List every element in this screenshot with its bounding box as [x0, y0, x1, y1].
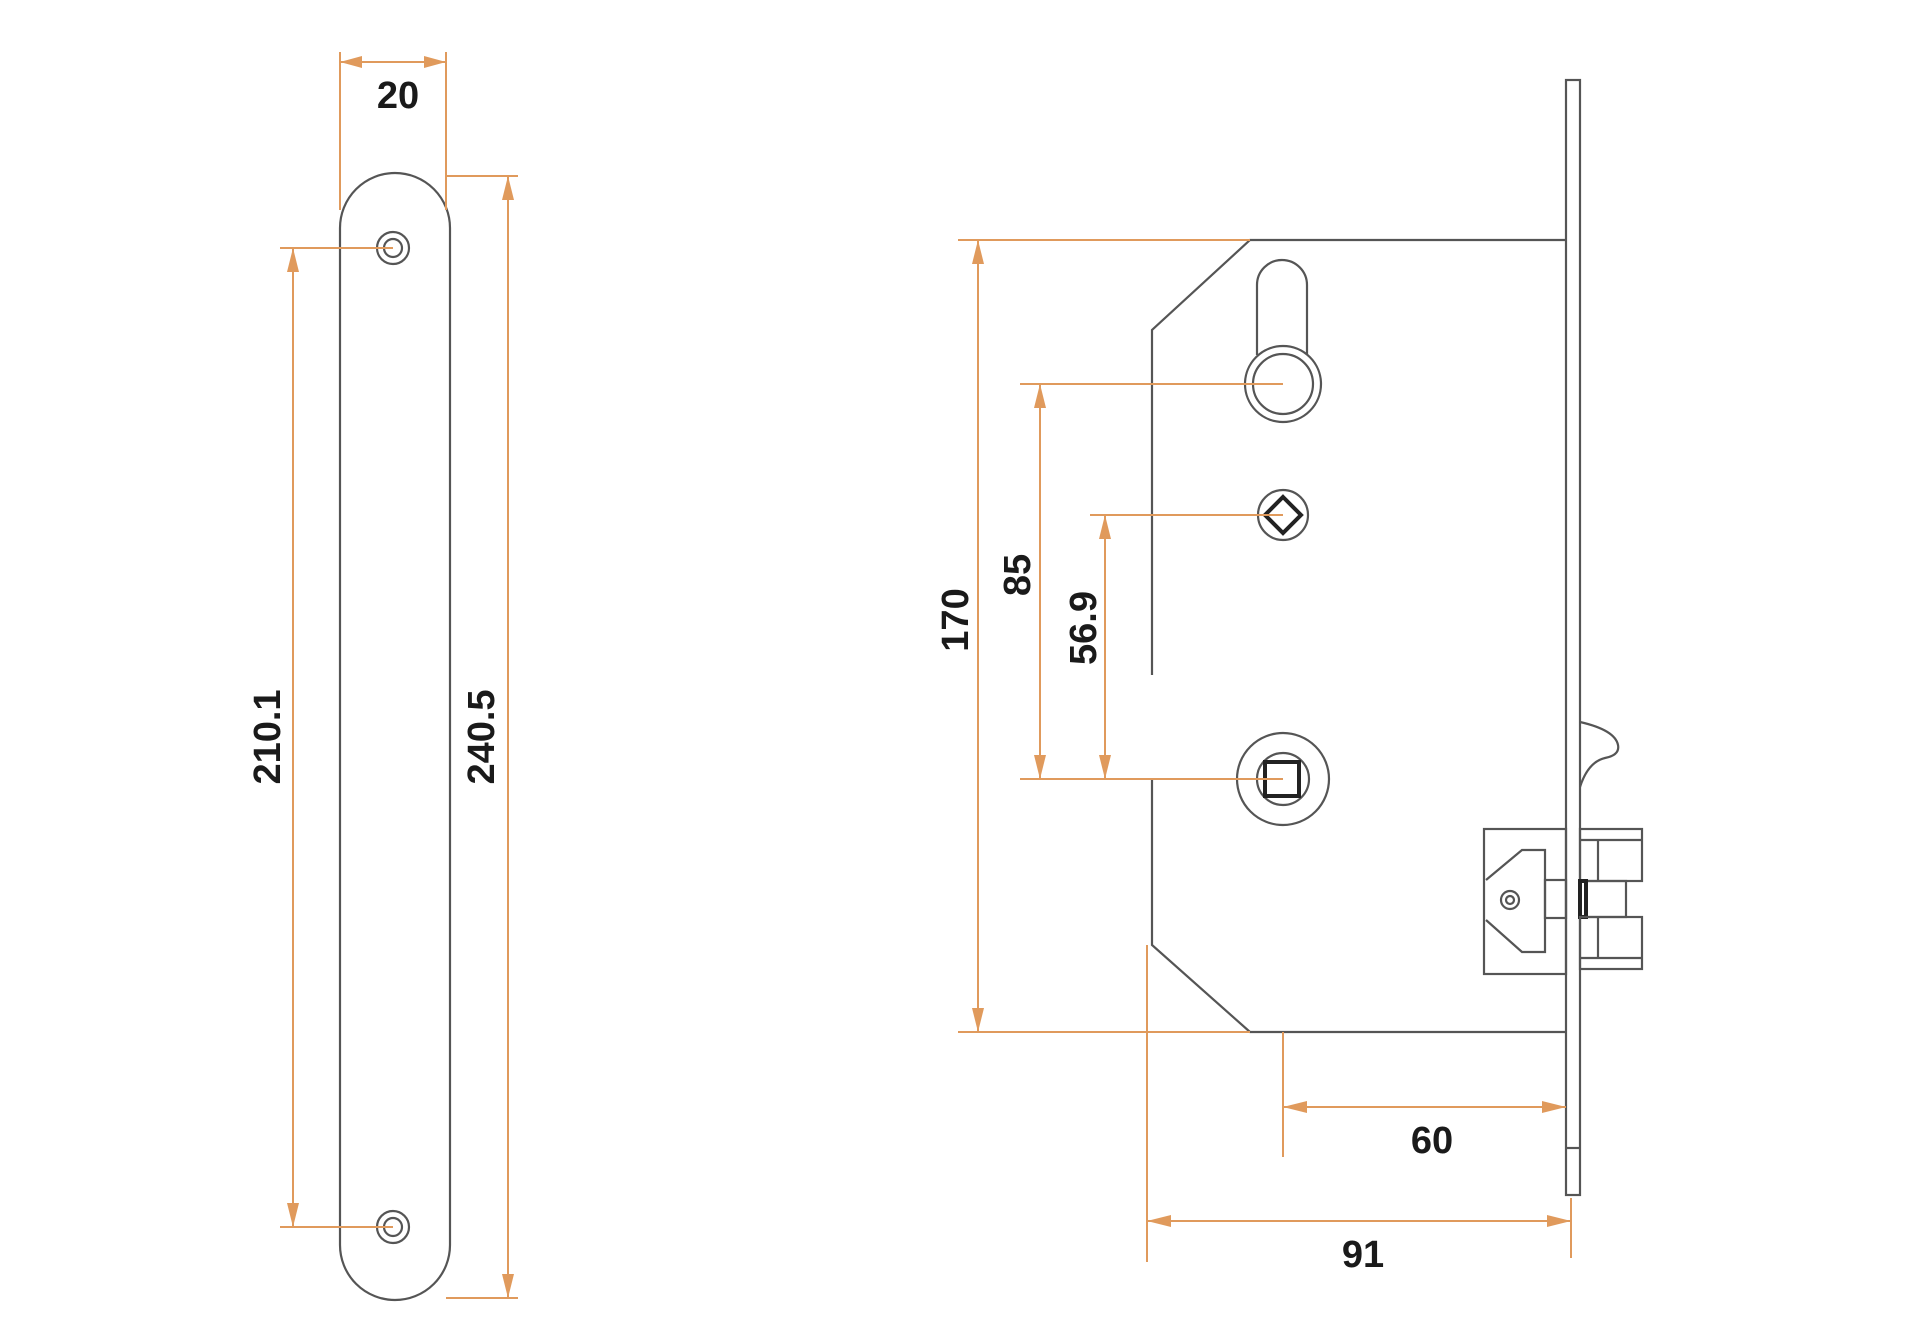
forend-plate [1564, 78, 1582, 1197]
lock-case-outline [1150, 238, 1566, 1034]
dimension-label-total-length: 240.5 [461, 689, 503, 784]
dimension-label-keyhole-to-spindle: 85 [997, 554, 1039, 596]
dimension-label-hole-spacing: 210.1 [247, 689, 289, 784]
dimension-label-body-depth: 91 [1342, 1234, 1384, 1276]
dimension-label-backset: 60 [1411, 1120, 1453, 1162]
dimension-label-body-height: 170 [935, 588, 977, 651]
dimension-thumbturn-to-spindle: 56.9 [1063, 514, 1283, 779]
dimension-total-length: 240.5 [446, 175, 518, 1299]
keyhole [1243, 258, 1323, 424]
faceplate-outline [338, 171, 452, 1302]
dimension-label-width: 20 [377, 75, 419, 117]
lock-body-view: 170 85 56.9 60 [935, 78, 1644, 1276]
dimension-backset: 60 [1282, 1032, 1566, 1162]
dimension-hole-spacing: 210.1 [247, 247, 393, 1228]
dimension-body-height: 170 [935, 239, 1250, 1033]
hook-bolt [1578, 720, 1620, 788]
dimension-keyhole-to-spindle: 85 [997, 383, 1283, 780]
dimension-label-thumbturn-to-spindle: 56.9 [1063, 591, 1105, 665]
faceplate-view: 20 210.1 240.5 [247, 52, 518, 1302]
latch-bolt [1482, 827, 1644, 976]
dimension-width: 20 [339, 52, 447, 210]
dimension-body-depth: 91 [1146, 945, 1572, 1276]
